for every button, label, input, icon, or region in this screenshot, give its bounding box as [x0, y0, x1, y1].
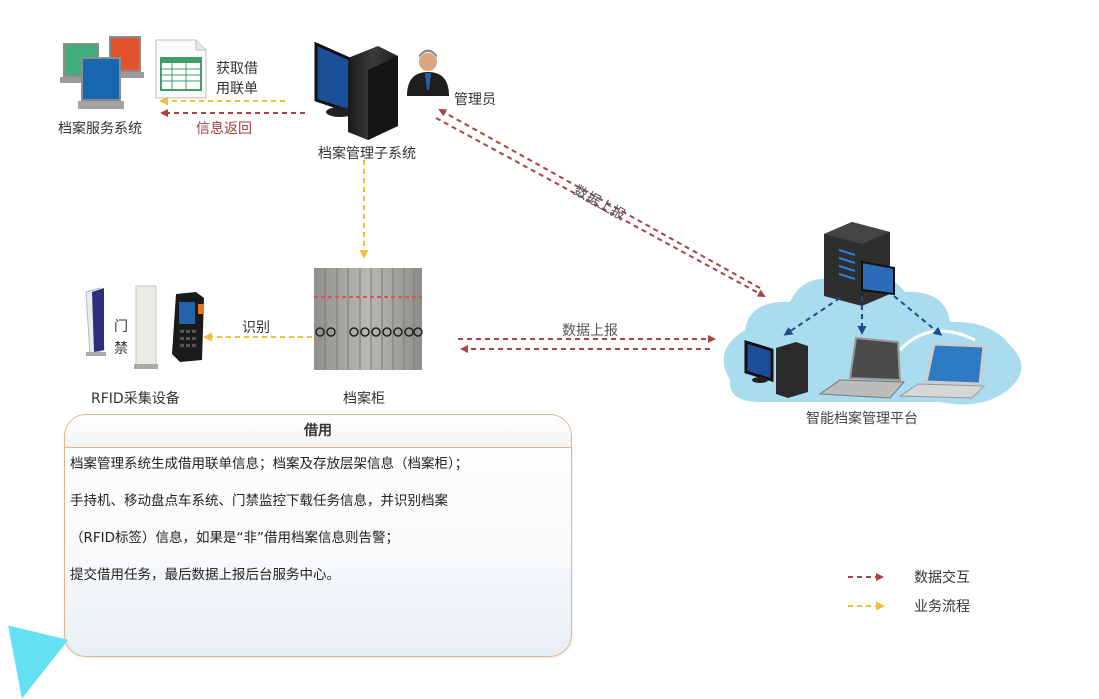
identify-label: 识别: [242, 320, 270, 336]
platform-label: 智能档案管理平台: [806, 411, 918, 427]
laptop-silver-icon: [898, 342, 986, 399]
card-title: 借用: [65, 415, 571, 448]
data-report-horizontal-label: 数据上报: [562, 323, 618, 339]
flow-report-down: [435, 117, 766, 297]
desktop-computer-icon: [744, 339, 808, 398]
cabinet-label: 档案柜: [343, 391, 385, 407]
borrow-form-label-1: 获取借: [216, 61, 258, 77]
borrow-info-card: 借用 档案管理系统生成借用联单信息；档案及存放层架信息（档案柜）； 手持机、移动…: [64, 414, 572, 657]
card-line-1: 档案管理系统生成借用联单信息；档案及存放层架信息（档案柜）；: [70, 456, 469, 472]
legend-label-business-flow: 业务流程: [914, 599, 970, 615]
flow-report-up: [438, 109, 761, 289]
flow-server-to-desktop: [783, 297, 841, 336]
workstation-icon: [314, 41, 398, 140]
spreadsheet-icon: [155, 39, 207, 99]
legend-item-business-flow: 业务流程: [900, 596, 970, 616]
flow-server-to-laptop-2: [893, 295, 943, 336]
archive-service-label: 档案服务系统: [58, 121, 142, 137]
card-line-3: （RFID标签）信息，如果是“非”借用档案信息则告警；: [70, 530, 400, 546]
administrator-icon: [407, 49, 449, 96]
rfid-device-label: RFID采集设备: [91, 391, 180, 407]
laptop-gray-icon: [818, 336, 906, 399]
gate-label-1: 门: [114, 319, 128, 335]
legend-label-data-exchange: 数据交互: [914, 570, 970, 586]
gate-label-2: 禁: [114, 341, 128, 357]
card-line-2: 手持机、移动盘点车系统、门禁监控下载任务信息，并识别档案: [70, 493, 448, 509]
server-icon: [824, 222, 895, 306]
legend-item-data-exchange: 数据交互: [900, 567, 970, 587]
card-line-4: 提交借用任务，最后数据上报后台服务中心。: [70, 567, 340, 583]
borrow-form-label-2: 用联单: [216, 81, 258, 97]
archive-cabinet-icon: [314, 268, 423, 370]
diagram-canvas: [60, 36, 1022, 611]
archive-service-icon: [60, 36, 144, 109]
info-return-label: 信息返回: [196, 121, 252, 137]
rfid-gate-icon: [85, 285, 158, 369]
administrator-label: 管理员: [454, 92, 496, 108]
handheld-scanner-icon: [172, 292, 204, 362]
management-subsystem-label: 档案管理子系统: [318, 146, 416, 162]
